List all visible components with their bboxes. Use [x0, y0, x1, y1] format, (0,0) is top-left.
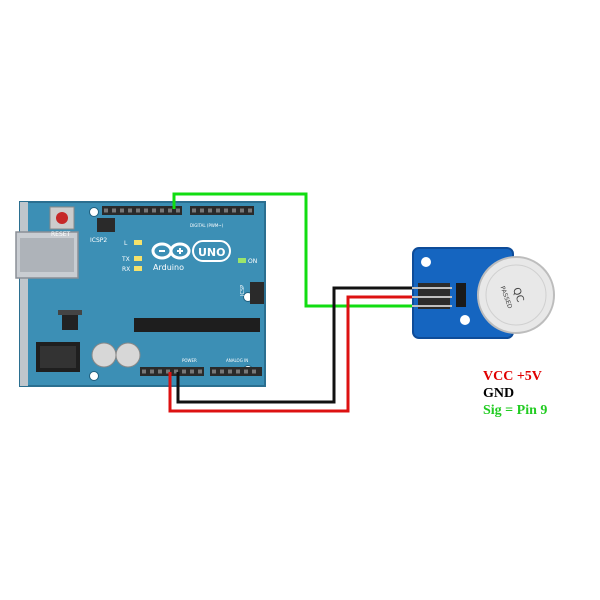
capacitor — [115, 342, 141, 368]
reset-button-cap — [56, 212, 68, 224]
pin-hole — [200, 208, 204, 213]
led-tx — [134, 256, 142, 261]
pin-hole — [216, 208, 220, 213]
pin-hole — [128, 208, 132, 213]
digital-pin-holes — [104, 208, 252, 213]
on-label: ON — [248, 258, 257, 265]
mounting-hole — [89, 207, 99, 217]
voltage-regulator — [62, 312, 78, 330]
buzzer-module: QC PASSED — [412, 247, 555, 339]
buzzer-rim — [485, 264, 547, 326]
icsp-label: ICSP — [240, 285, 246, 296]
legend-vcc: VCC +5V — [483, 369, 542, 384]
module-mounting-hole — [421, 257, 431, 267]
reset-label: RESET — [51, 231, 71, 238]
power-header — [140, 367, 204, 376]
pin-hole — [248, 208, 252, 213]
signal-wire-green — [172, 192, 413, 308]
analog-label: ANALOG IN — [226, 358, 248, 363]
digital-header-right — [190, 206, 254, 215]
pin-hole — [220, 369, 224, 374]
tx-label: TX — [121, 256, 130, 263]
pin-hole — [104, 208, 108, 213]
digital-header-left — [102, 206, 182, 215]
pin-hole — [212, 369, 216, 374]
pin-hole — [120, 208, 124, 213]
brand-label: Arduino — [153, 263, 184, 272]
pin-hole — [190, 369, 194, 374]
pin-hole — [182, 369, 186, 374]
pin-hole — [168, 208, 172, 213]
pin-hole — [224, 208, 228, 213]
pin-hole — [228, 369, 232, 374]
pin-hole — [158, 369, 162, 374]
pin-hole — [252, 369, 256, 374]
model-label: UNO — [198, 246, 226, 259]
buzzer-text-qc: QC — [510, 286, 525, 304]
pin-hole — [240, 208, 244, 213]
connection-legend: VCC +5V GND Sig = Pin 9 — [483, 368, 547, 419]
rx-label: RX — [122, 266, 130, 273]
icsp-header — [250, 282, 264, 304]
power-jack-inner — [40, 346, 76, 368]
ground-wire-black — [176, 286, 413, 404]
led-rx — [134, 266, 142, 271]
mounting-hole — [89, 371, 99, 381]
voltage-regulator-tab — [58, 310, 82, 315]
pin-hole — [192, 208, 196, 213]
pin-hole — [112, 208, 116, 213]
usb-port-inner — [20, 238, 74, 272]
pin-hole — [174, 369, 178, 374]
buzzer — [477, 256, 555, 334]
led-on — [238, 258, 246, 263]
capacitor — [91, 342, 117, 368]
pin-hole — [166, 369, 170, 374]
vcc-wire-red — [168, 295, 413, 413]
power-label: POWER — [182, 358, 197, 363]
pin-hole — [198, 369, 202, 374]
pin-hole — [176, 208, 180, 213]
legend-sig: Sig = Pin 9 — [483, 403, 548, 418]
pin-hole — [244, 369, 248, 374]
arduino-uno-board: RESET ICSP2 ICSP Arduino UNO L TX RX ON … — [15, 201, 266, 387]
pin-hole — [232, 208, 236, 213]
led-l — [134, 240, 142, 245]
pin-hole — [160, 208, 164, 213]
uno-badge — [192, 240, 231, 262]
pin-hole — [136, 208, 140, 213]
pin-hole — [208, 208, 212, 213]
pin-hole — [150, 369, 154, 374]
atmega-chip — [134, 318, 260, 332]
pin-hole — [144, 208, 148, 213]
l-label: L — [124, 240, 128, 247]
bottom-pin-holes — [142, 369, 256, 374]
pin-hole — [142, 369, 146, 374]
pin-hole — [236, 369, 240, 374]
module-mounting-hole — [460, 315, 470, 325]
board-edge-shadow — [20, 202, 28, 386]
icsp2-label: ICSP2 — [90, 237, 107, 244]
wires — [168, 192, 413, 413]
icsp2-header — [97, 218, 115, 232]
pin-hole — [152, 208, 156, 213]
legend-gnd: GND — [483, 386, 515, 401]
arduino-logo-icon — [151, 242, 191, 260]
digital-label: DIGITAL (PWM~) — [190, 223, 224, 228]
transistor — [456, 283, 466, 307]
